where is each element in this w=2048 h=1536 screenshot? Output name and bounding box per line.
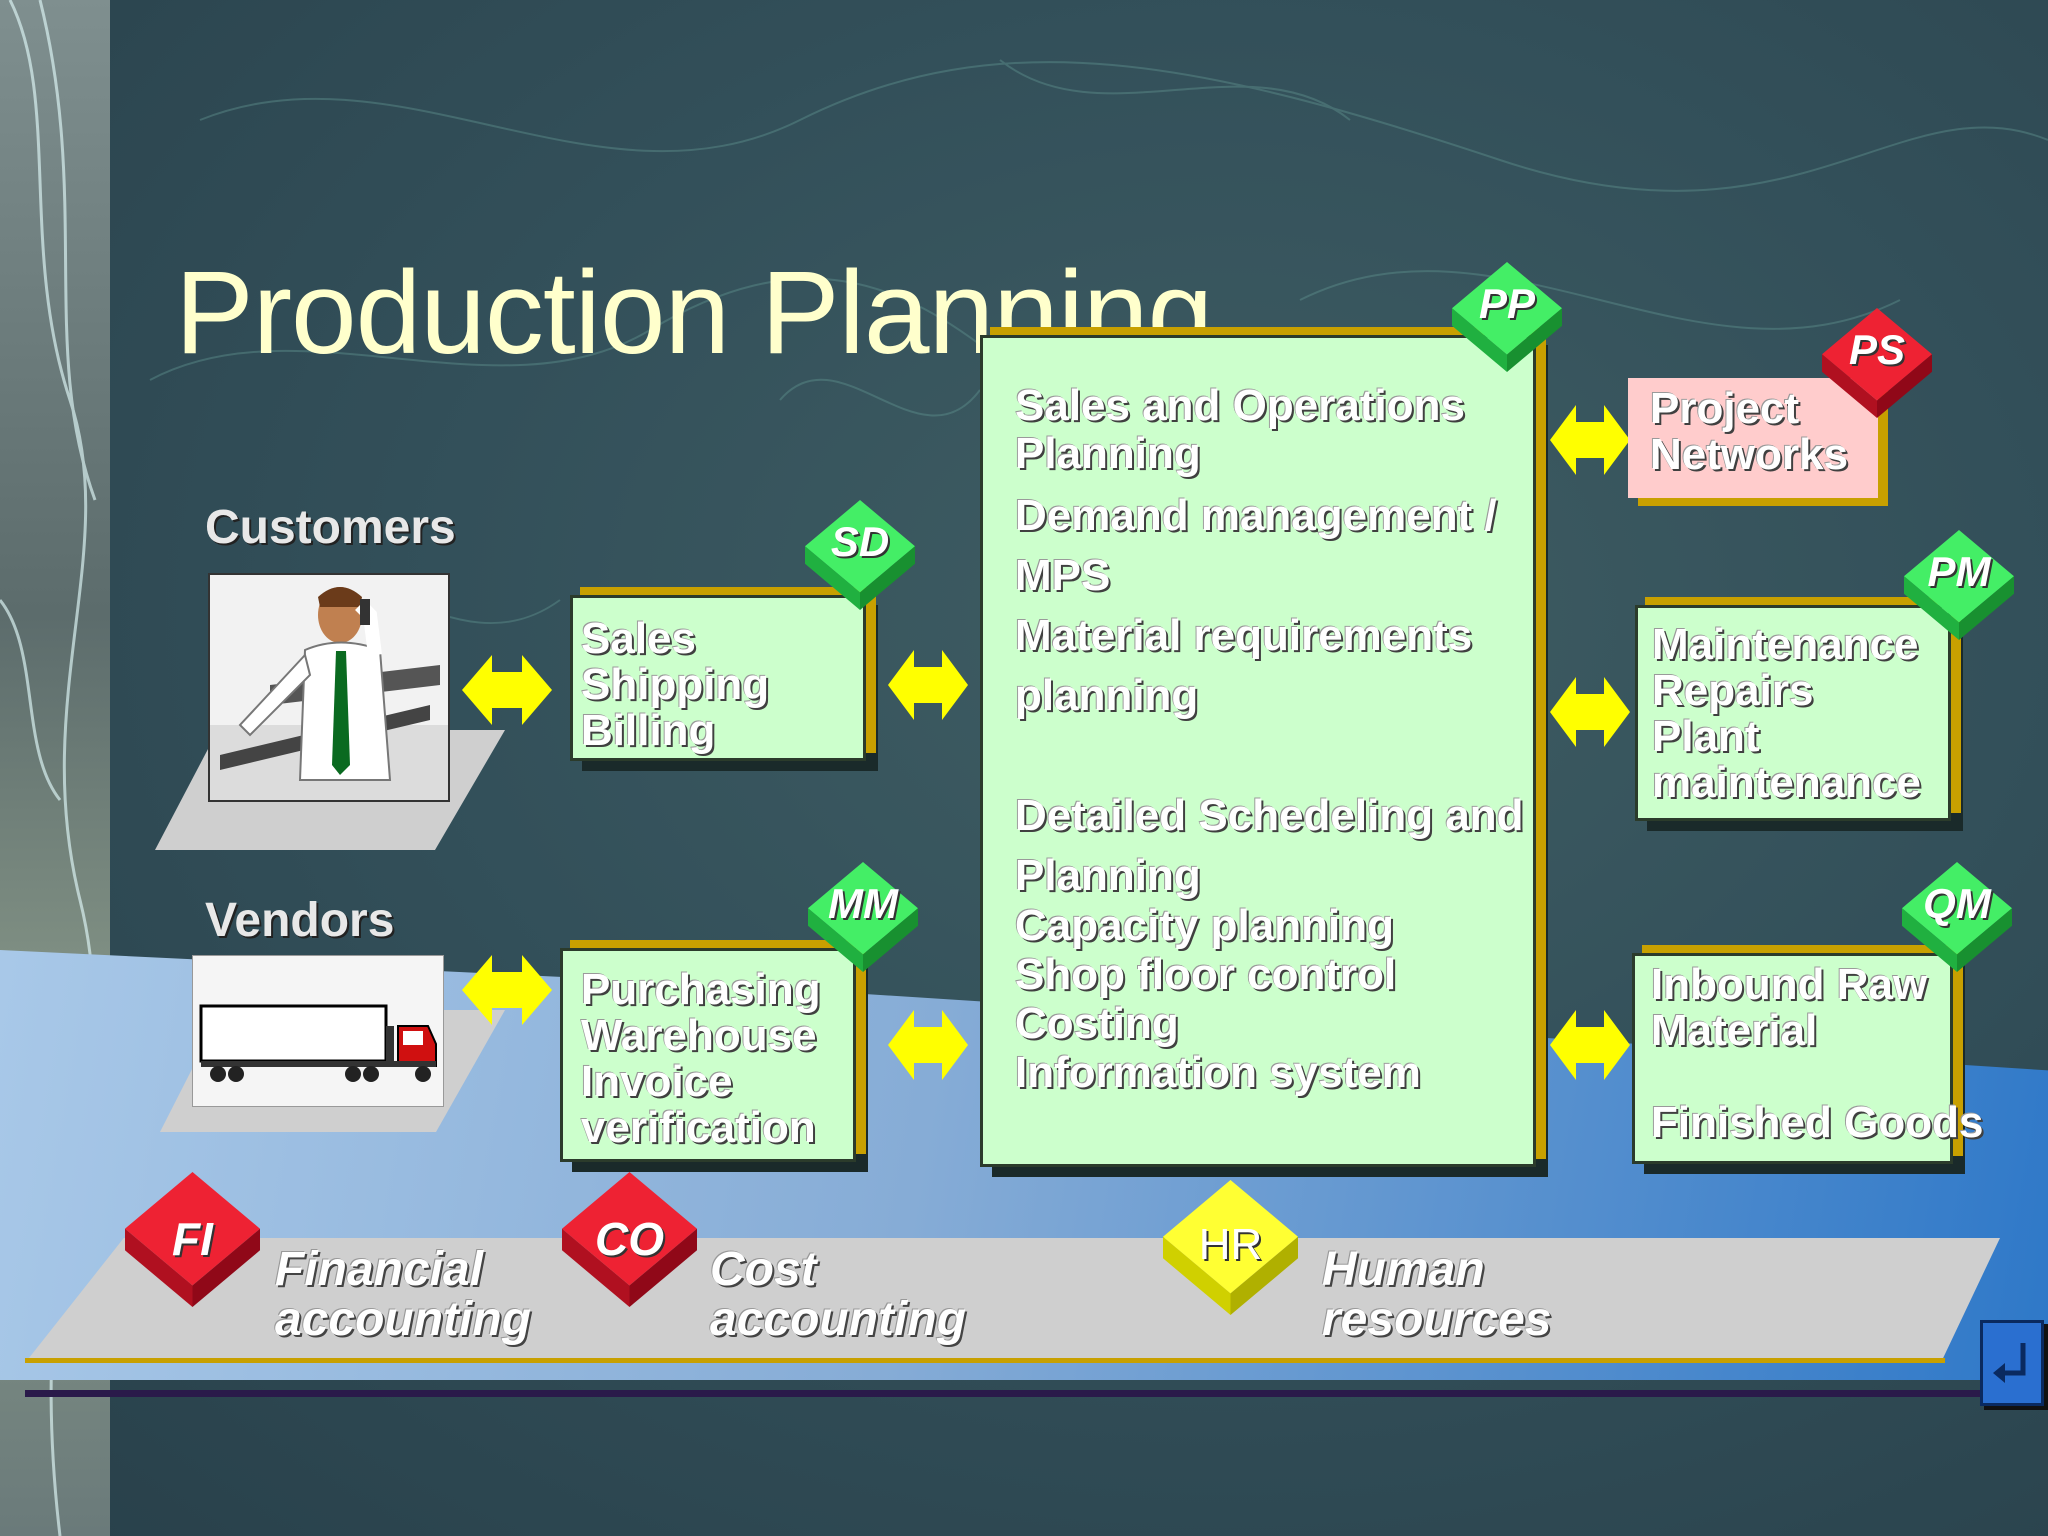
pp-box: Sales and Operations Planning Demand man…	[980, 335, 1536, 1167]
hr-code: HR	[1198, 1220, 1263, 1269]
ps-diamond: PS	[1822, 308, 1932, 418]
fi-label: Financial accounting	[275, 1243, 532, 1346]
truck-icon	[199, 1004, 437, 1082]
pp-line-5: Material requirements	[1015, 611, 1473, 660]
pp-ps-arrow	[1550, 405, 1630, 475]
pp-diamond: PP	[1452, 262, 1562, 372]
pp-line-4: MPS	[1015, 551, 1111, 600]
sd-box: Sales Shipping Billing	[570, 595, 866, 761]
pp-line-9: Capacity planning	[1015, 901, 1394, 950]
pp-line-3: Demand management /	[1015, 491, 1497, 540]
pp-line-12: Information system	[1015, 1048, 1421, 1097]
vendor-picture	[192, 955, 444, 1107]
qm-text: Inbound Raw Material Finished Goods	[1651, 960, 1984, 1147]
fi-diamond: FI	[125, 1172, 260, 1307]
pm-diamond: PM	[1904, 530, 2014, 640]
return-button[interactable]	[1980, 1320, 2044, 1406]
pm-box: Maintenance Repairs Plant maintenance	[1635, 605, 1951, 821]
mm-box: Purchasing Warehouse Invoice verificatio…	[560, 948, 856, 1162]
finance-band	[25, 1238, 2000, 1363]
pp-line-10: Shop floor control	[1015, 950, 1397, 999]
pp-line-2: Planning	[1015, 429, 1201, 478]
sd-pp-arrow	[888, 650, 968, 720]
qm-box: Inbound Raw Material Finished Goods	[1632, 953, 1983, 1164]
ps-box: Project Networks	[1628, 378, 1878, 498]
fi-code: FI	[172, 1213, 213, 1265]
band-underline	[25, 1390, 2005, 1397]
mm-pp-arrow	[888, 1010, 968, 1080]
hr-diamond: HR	[1163, 1180, 1298, 1315]
co-label: Cost accounting	[710, 1243, 967, 1346]
vendors-mm-arrow	[462, 955, 552, 1025]
customer-picture	[208, 573, 450, 802]
pp-line-11: Costing	[1015, 999, 1179, 1048]
sd-code: SD	[830, 518, 890, 565]
pp-pm-arrow	[1550, 677, 1630, 747]
pp-line-8: Planning	[1015, 851, 1201, 900]
pm-code: PM	[1927, 548, 1991, 595]
pp-line-1: Sales and Operations	[1015, 381, 1465, 430]
mm-diamond: MM	[808, 862, 918, 972]
pm-text: Maintenance Repairs Plant maintenance	[1652, 620, 1921, 807]
finance-band-gold-edge	[25, 1358, 1945, 1363]
pp-line-6: planning	[1015, 671, 1199, 720]
qm-diamond: QM	[1902, 862, 2012, 972]
customers-label: Customers	[205, 501, 456, 554]
sd-diamond: SD	[805, 500, 915, 610]
man-on-phone-icon	[210, 587, 448, 800]
sd-text: Sales Shipping Billing	[581, 614, 770, 755]
co-diamond: CO	[562, 1172, 697, 1307]
ps-text: Project Networks	[1650, 384, 1849, 479]
mm-text: Purchasing Warehouse Invoice verificatio…	[581, 965, 821, 1152]
customers-sd-arrow	[462, 655, 552, 725]
pp-qm-arrow	[1550, 1010, 1630, 1080]
pp-line-7: Detailed Schedeling and	[1015, 791, 1524, 840]
return-arrow-icon	[1993, 1343, 2026, 1383]
hr-label: Human resources	[1322, 1243, 1552, 1346]
pp-code: PP	[1478, 280, 1536, 327]
ps-code: PS	[1848, 326, 1906, 373]
vendors-label: Vendors	[205, 894, 395, 947]
mm-code: MM	[828, 880, 898, 927]
co-code: CO	[595, 1213, 664, 1265]
qm-code: QM	[1923, 880, 1991, 927]
